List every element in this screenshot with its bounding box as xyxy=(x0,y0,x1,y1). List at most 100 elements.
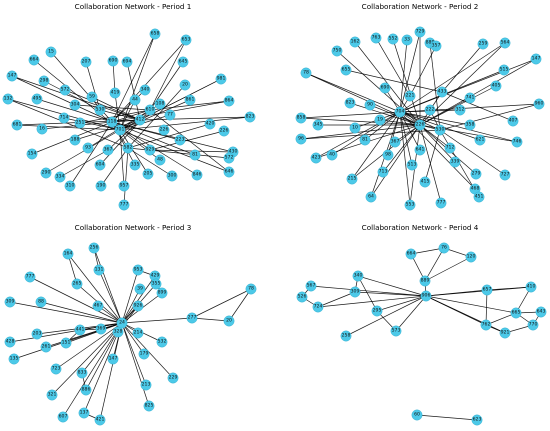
network-node: 33 xyxy=(401,34,413,46)
edge xyxy=(74,119,141,141)
node-label: 81 xyxy=(362,137,368,143)
network-node: 24 xyxy=(116,317,128,329)
network-node: 729 xyxy=(414,26,426,38)
network-node: 39 xyxy=(134,283,146,295)
node-circle xyxy=(533,98,545,110)
network-node: 957 xyxy=(118,180,130,192)
edge xyxy=(399,111,411,206)
edge xyxy=(439,129,506,176)
node-label: 610 xyxy=(146,107,155,113)
edge xyxy=(119,99,191,131)
node-label: 572 xyxy=(61,87,70,93)
network-node: 298 xyxy=(38,75,50,87)
network-node: 712 xyxy=(444,142,456,154)
node-label: 825 xyxy=(145,403,154,409)
node-label: 24 xyxy=(119,320,125,326)
node-label: 441 xyxy=(76,327,85,333)
node-circle xyxy=(4,296,16,308)
node-label: 290 xyxy=(42,170,51,176)
network-node: 277 xyxy=(186,312,198,324)
network-node: 513 xyxy=(406,159,418,171)
node-circle xyxy=(404,90,416,102)
node-label: 226 xyxy=(416,122,425,128)
node-label: 468 xyxy=(471,186,480,192)
node-circle xyxy=(76,367,88,379)
panel-period-3: Collaboration Network - Period 3 2561641… xyxy=(4,223,257,426)
network-node: 724 xyxy=(312,301,324,313)
node-circle xyxy=(107,353,119,365)
node-label: 226 xyxy=(220,128,229,134)
node-circle xyxy=(481,284,493,296)
node-circle xyxy=(118,199,130,211)
node-circle xyxy=(92,300,104,312)
node-label: 39 xyxy=(137,286,143,292)
node-circle xyxy=(414,26,426,38)
node-circle xyxy=(121,56,133,68)
node-label: 93 xyxy=(85,145,91,151)
edge xyxy=(99,322,123,421)
node-circle xyxy=(371,305,383,317)
network-node: 340 xyxy=(139,84,151,96)
edge xyxy=(310,285,427,297)
node-label: 340 xyxy=(354,273,363,279)
node-label: 367 xyxy=(391,139,400,145)
network-node: 81 xyxy=(359,134,371,146)
node-label: 214 xyxy=(134,330,143,336)
node-label: 704 xyxy=(396,109,405,115)
node-circle xyxy=(312,301,324,313)
node-label: 345 xyxy=(314,122,323,128)
edge xyxy=(376,295,427,312)
node-label: 203 xyxy=(33,331,42,337)
network-node: 345 xyxy=(312,119,324,131)
node-circle xyxy=(215,73,227,85)
node-label: 746 xyxy=(513,139,522,145)
node-label: 20 xyxy=(226,318,232,324)
network-node: 147 xyxy=(107,353,119,365)
node-label: 564 xyxy=(501,40,510,46)
network-node: 526 xyxy=(296,291,308,303)
node-circle xyxy=(38,75,50,87)
network-node: 515 xyxy=(498,64,510,76)
edge xyxy=(45,129,121,174)
edge xyxy=(357,275,427,297)
node-circle xyxy=(174,134,186,146)
network-node: 213 xyxy=(140,379,152,391)
node-label: 653 xyxy=(182,37,191,43)
node-circle xyxy=(74,117,86,129)
network-node: 657 xyxy=(481,284,493,296)
network-node: 207 xyxy=(80,56,92,68)
node-circle xyxy=(424,104,436,116)
network-node: 530 xyxy=(434,124,446,136)
node-label: 78 xyxy=(303,70,309,76)
node-circle xyxy=(438,242,450,254)
node-circle xyxy=(434,124,446,136)
node-label: 310 xyxy=(66,183,75,189)
network-node: 604 xyxy=(94,159,106,171)
node-circle xyxy=(326,149,338,161)
network-node: 214 xyxy=(132,327,144,339)
node-circle xyxy=(310,152,322,164)
network-node: 59 xyxy=(86,91,98,103)
network-node: 741 xyxy=(464,92,476,104)
node-label: 712 xyxy=(446,145,455,151)
edge xyxy=(354,291,427,297)
node-label: 355 xyxy=(152,281,161,287)
node-label: 727 xyxy=(501,172,510,178)
node-circle xyxy=(389,136,401,148)
network-node: 451 xyxy=(473,191,485,203)
node-label: 221 xyxy=(406,93,415,99)
node-label: 553 xyxy=(406,202,415,208)
node-circle xyxy=(116,317,128,329)
node-circle xyxy=(2,93,14,105)
node-circle xyxy=(11,119,23,131)
node-circle xyxy=(140,379,152,391)
node-circle xyxy=(401,34,413,46)
node-circle xyxy=(134,114,146,126)
edge xyxy=(424,247,445,282)
network-node: 665 xyxy=(510,307,522,319)
network-node: 40 xyxy=(326,149,338,161)
network-node: 701 xyxy=(114,124,126,136)
node-label: 154 xyxy=(28,151,37,157)
network-node: 367 xyxy=(389,136,401,148)
node-label: 770 xyxy=(529,322,538,328)
